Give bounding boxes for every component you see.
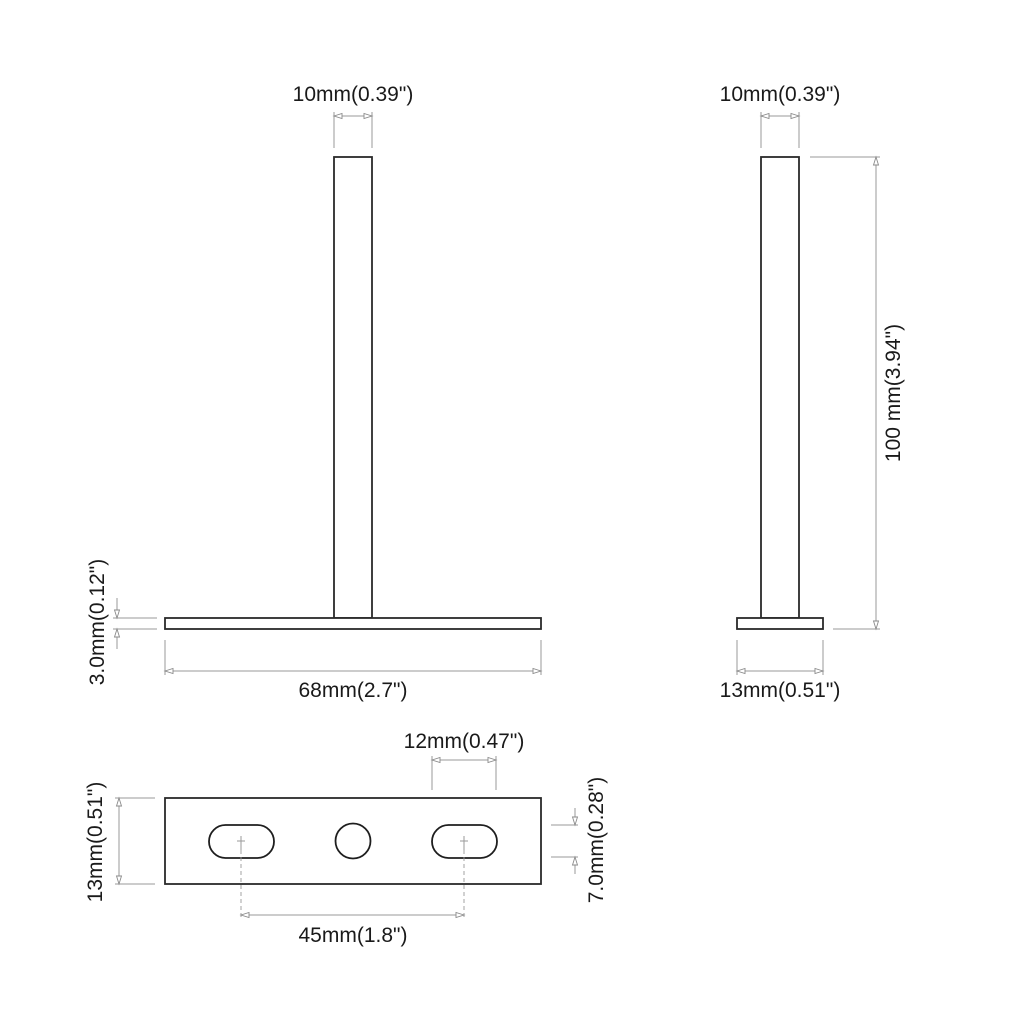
front-base-length-label: 68mm(2.7") bbox=[299, 679, 408, 702]
bottom-view: 12mm(0.47") 13mm(0.51") 7.0mm(0.28") bbox=[84, 730, 608, 947]
side-height-dimension: 100 mm(3.94") bbox=[810, 155, 905, 631]
bottom-slot-length-label: 12mm(0.47") bbox=[404, 730, 525, 753]
bottom-plate-width-dimension: 13mm(0.51") bbox=[84, 782, 155, 903]
front-base-length-dimension: 68mm(2.7") bbox=[163, 640, 543, 702]
bottom-slot-width-dimension: 7.0mm(0.28") bbox=[551, 777, 608, 904]
side-base-width-dimension: 13mm(0.51") bbox=[720, 640, 841, 702]
side-post-width-dimension: 10mm(0.39") bbox=[720, 83, 841, 148]
side-base-plate bbox=[736, 617, 824, 630]
bottom-slot-length-dimension: 12mm(0.47") bbox=[404, 730, 525, 790]
bottom-plate-width-label: 13mm(0.51") bbox=[84, 782, 107, 903]
side-view: 10mm(0.39") 100 mm(3.94") 13mm(0.51") bbox=[720, 83, 905, 702]
side-height-label: 100 mm(3.94") bbox=[882, 324, 905, 462]
front-base-thickness-label: 3.0mm(0.12") bbox=[86, 559, 109, 686]
center-hole bbox=[334, 822, 372, 860]
side-post bbox=[760, 156, 800, 619]
front-view: 10mm(0.39") 3.0mm(0.12") 68mm(2.7") bbox=[86, 83, 543, 702]
bottom-slot-spacing-label: 45mm(1.8") bbox=[299, 924, 408, 947]
front-post bbox=[333, 156, 373, 619]
bottom-slot-width-label: 7.0mm(0.28") bbox=[585, 777, 608, 904]
side-post-width-label: 10mm(0.39") bbox=[720, 83, 841, 106]
bottom-slot-spacing-dimension: 45mm(1.8") bbox=[239, 850, 466, 947]
side-base-width-label: 13mm(0.51") bbox=[720, 679, 841, 702]
front-post-width-dimension: 10mm(0.39") bbox=[293, 83, 414, 148]
front-post-width-label: 10mm(0.39") bbox=[293, 83, 414, 106]
slot-center-marks bbox=[237, 836, 468, 850]
front-base-thickness-dimension: 3.0mm(0.12") bbox=[86, 559, 157, 686]
front-base-plate bbox=[164, 617, 542, 630]
